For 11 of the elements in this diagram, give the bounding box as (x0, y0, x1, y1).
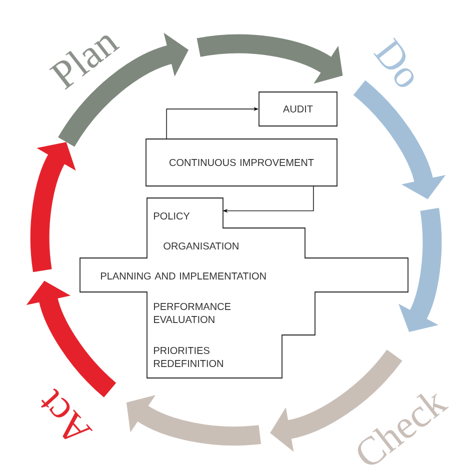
step-label: ORGANISATION (164, 242, 238, 250)
step-label: POLICY (154, 212, 190, 220)
process-box: CONTINUOUS IMPROVEMENT (146, 138, 338, 186)
phase-label: Act (41, 388, 93, 440)
phase-label: Do (374, 37, 414, 88)
step-label: PLANNING AND IMPLEMENTATION (101, 272, 266, 280)
step-label: PRIORITIES REDEFINITION (154, 346, 223, 368)
process-box: AUDIT (258, 92, 338, 126)
phase-label: Plan (49, 36, 120, 90)
stepped-box (80, 198, 408, 378)
step-label: PERFORMANCE EVALUATION (154, 302, 231, 324)
